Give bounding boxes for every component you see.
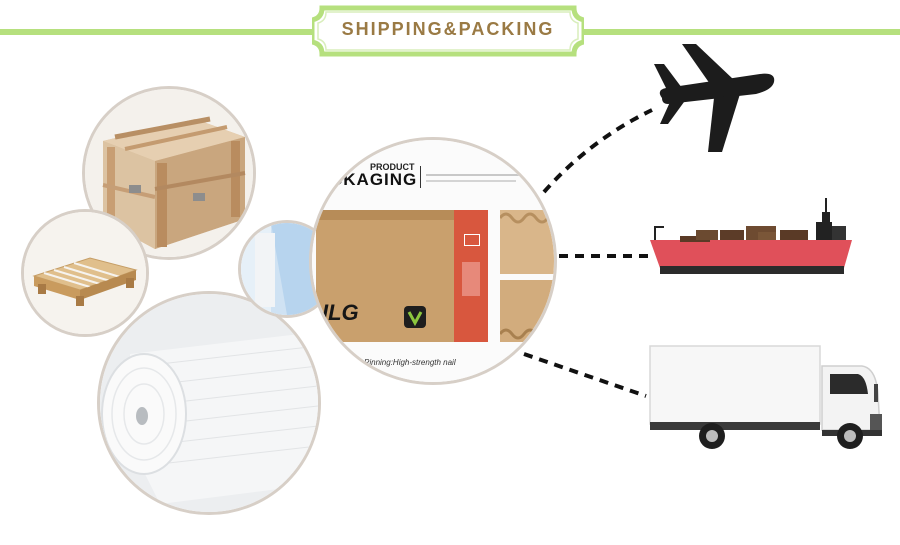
packaging-header-rule — [426, 174, 522, 176]
brand-logo-icon — [404, 306, 426, 328]
banner-frame — [312, 5, 584, 57]
box-side-label — [462, 262, 480, 296]
box-top-edge — [316, 210, 488, 220]
box-brand-text: ILG — [322, 300, 359, 325]
connector-to-truck — [523, 352, 647, 398]
packaging-header-rule-2 — [426, 180, 516, 182]
page-title: SHIPPING&PACKING — [341, 19, 555, 39]
packaging-caption: Pinning:High-strength nail — [364, 358, 456, 367]
airplane-icon — [652, 40, 778, 158]
packaging-header-small: PRODUCT — [370, 162, 415, 172]
wooden-pallet-photo — [21, 209, 149, 337]
cargo-ship-icon — [646, 196, 858, 278]
header-line-left — [0, 29, 318, 35]
delivery-truck-icon — [648, 344, 892, 456]
product-packaging-photo: PRODUCT CKAGING ILG Pinning:High-strengt… — [309, 137, 557, 385]
corrugated-closeup-2 — [500, 280, 554, 342]
header-line-right — [578, 29, 900, 35]
box-label-mark — [464, 234, 480, 246]
section-banner: SHIPPING&PACKING — [312, 2, 584, 60]
corrugated-closeup-1 — [500, 210, 554, 274]
packaging-header-divider — [420, 166, 421, 188]
connector-to-ship — [559, 254, 651, 258]
connector-to-airplane — [542, 108, 653, 194]
packaging-header-large: CKAGING — [330, 170, 418, 189]
foam-roll-photo — [97, 291, 321, 515]
